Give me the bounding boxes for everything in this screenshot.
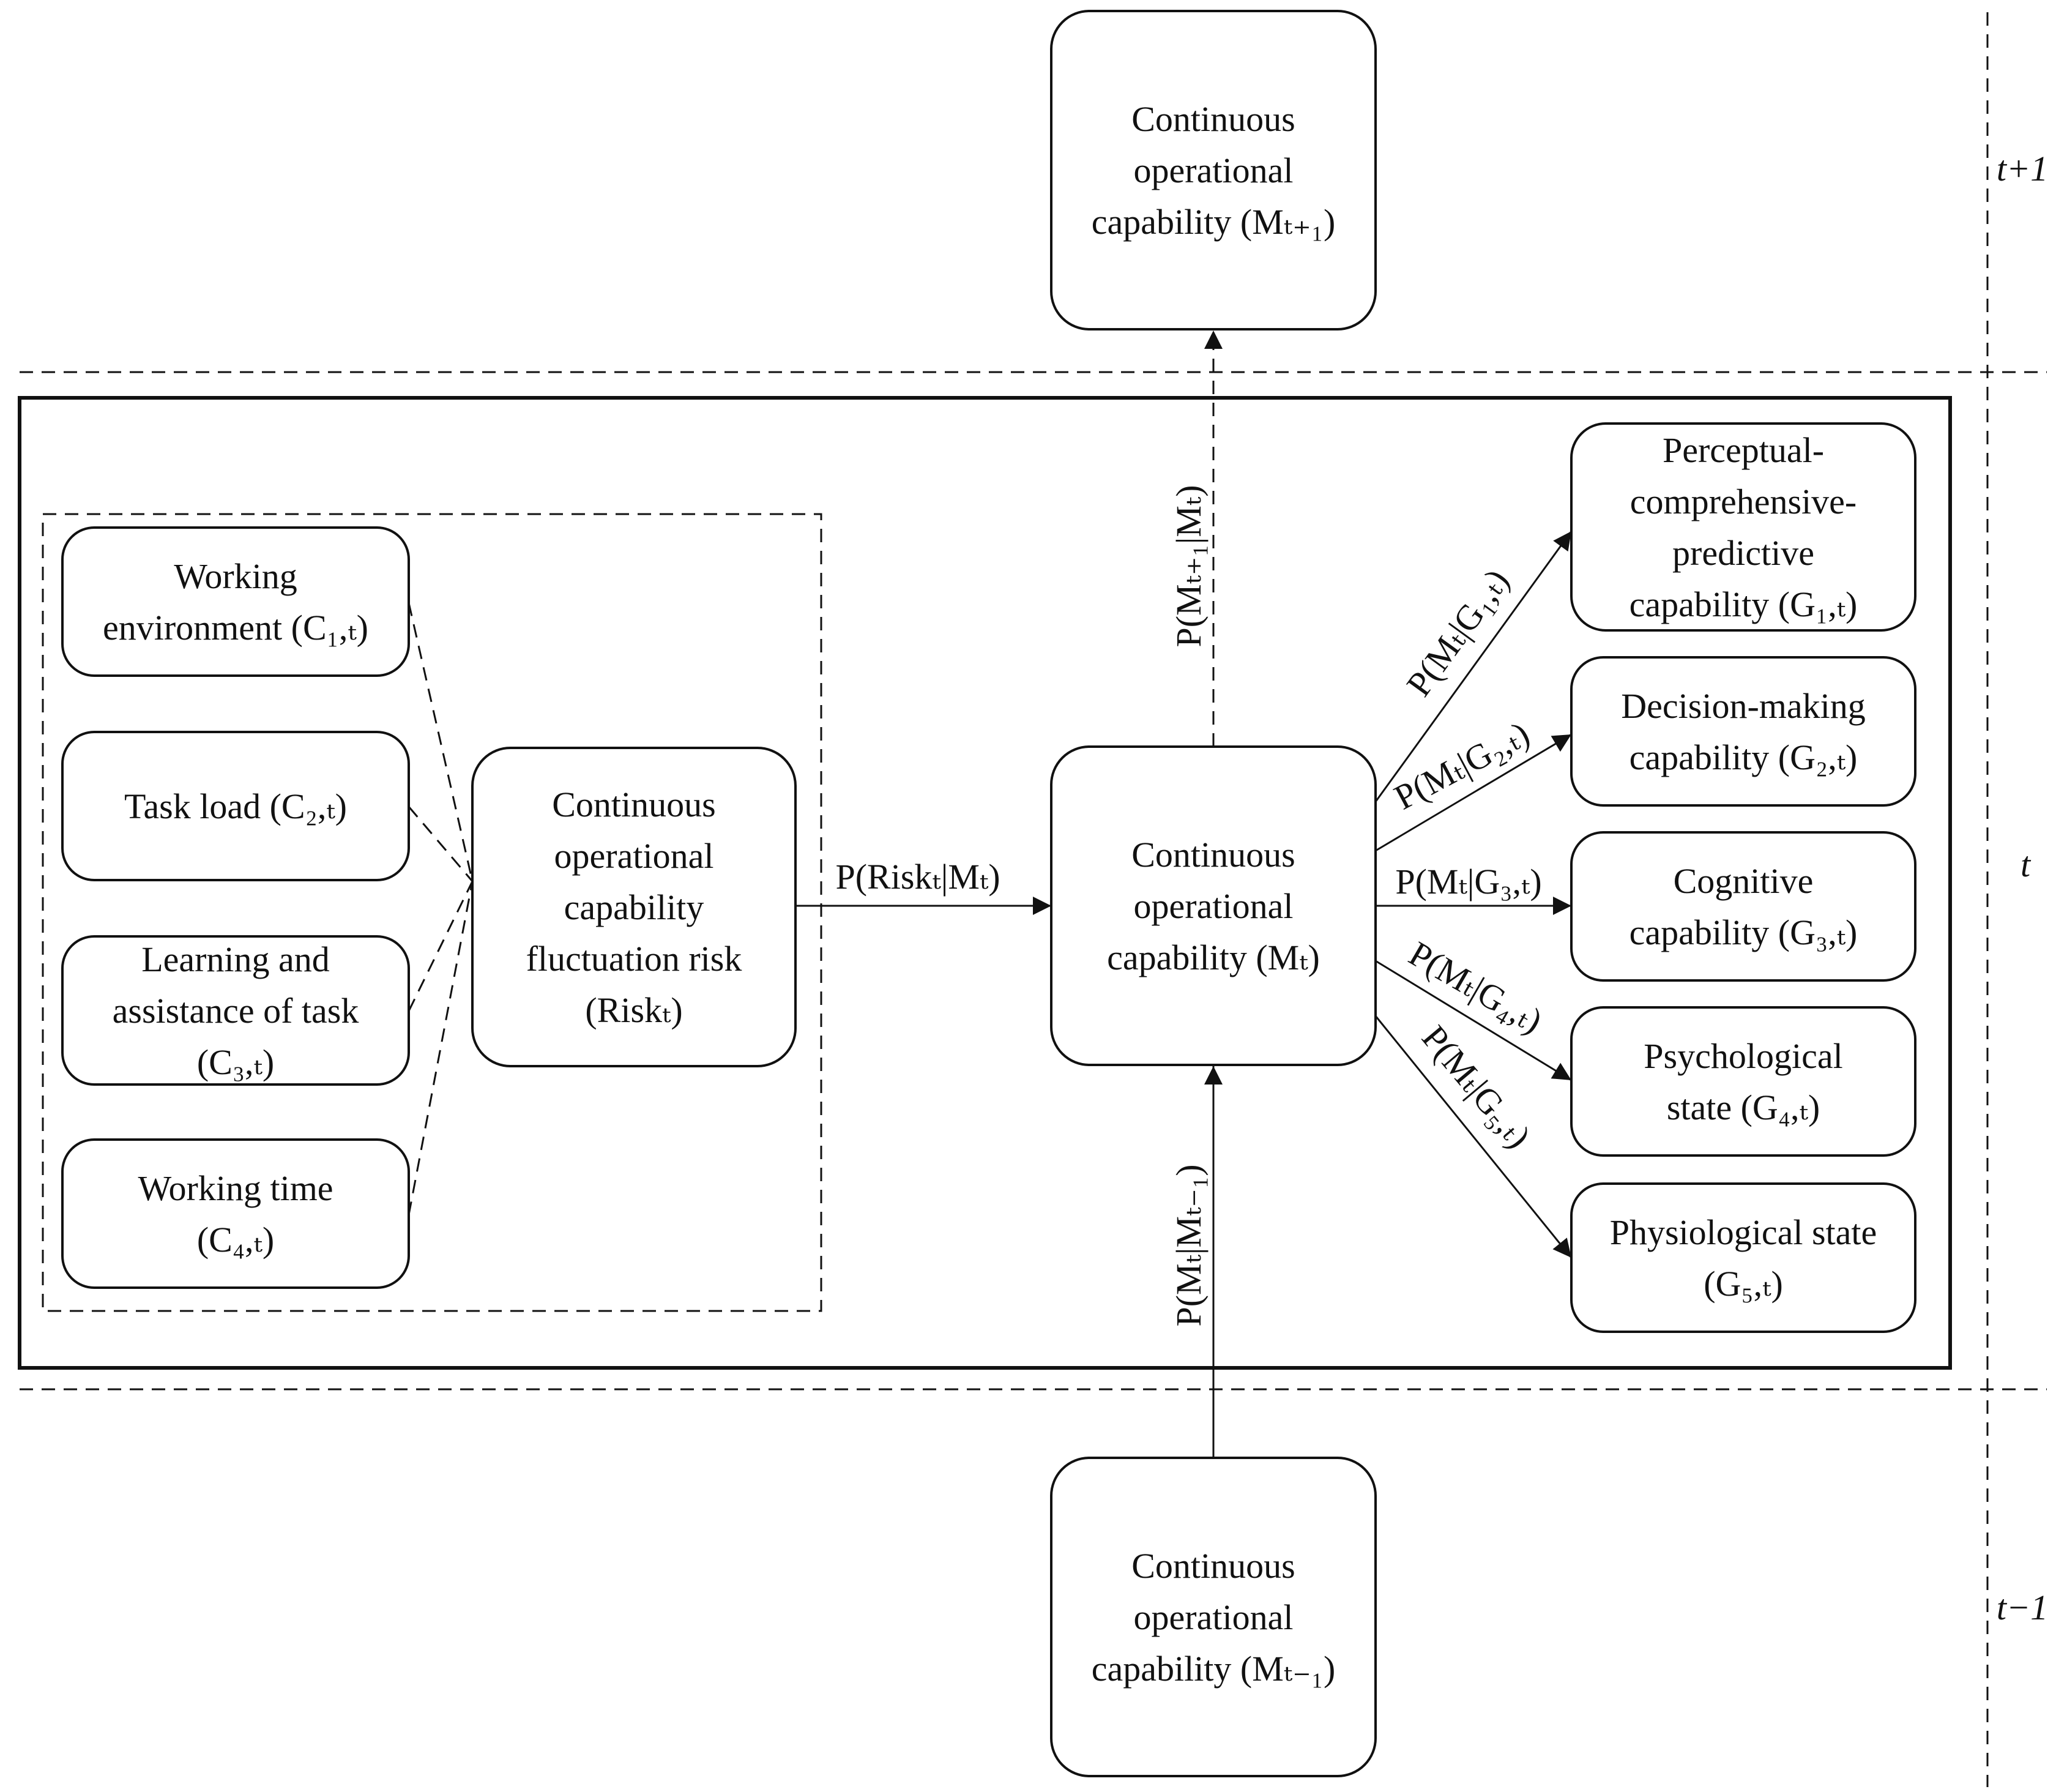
node-m-prev: [1050, 1457, 1377, 1777]
node-m-next: [1050, 10, 1377, 330]
node-risk: [471, 747, 797, 1067]
edge-label-m-to-g4: P(Mₜ|G₄,ₜ): [1402, 933, 1549, 1041]
arrow-m-to-g2: [1375, 733, 1572, 852]
node-label-line: (Riskₜ): [585, 990, 682, 1030]
node-label-line: Continuous: [1131, 1546, 1295, 1586]
node-g4: [1570, 1006, 1916, 1157]
node-g2: [1570, 656, 1916, 807]
node-label-line: operational: [1134, 886, 1294, 926]
arrow-m-to-g5: [1374, 1015, 1573, 1258]
edge-label-m-to-next: P(Mₜ₊₁|Mₜ): [1169, 485, 1209, 647]
node-label-line: capability (G₁,ₜ): [1630, 584, 1858, 624]
node-label-line: (C₃,ₜ): [197, 1042, 274, 1082]
node-label-line: assistance of task: [113, 991, 359, 1031]
node-label-line: state (G₄,ₜ): [1667, 1088, 1820, 1127]
node-c1: [61, 526, 410, 677]
node-g4-label: Psychological state (G₄,ₜ): [1644, 1036, 1842, 1127]
node-label-line: Working time: [138, 1168, 333, 1208]
node-c2: [61, 731, 410, 881]
node-m-prev-label: Continuous operational capability (Mₜ₋₁): [1092, 1546, 1336, 1689]
node-label-line: capability (Mₜ₋₁): [1092, 1649, 1336, 1689]
node-g1: [1570, 422, 1916, 632]
node-label-line: Physiological state: [1610, 1212, 1877, 1252]
edge-label-prev-to-m: P(Mₜ|Mₜ₋₁): [1169, 1164, 1209, 1326]
c3-risk-link: [408, 881, 474, 1012]
node-c4-label: Working time (C₄,ₜ): [138, 1168, 333, 1260]
node-g1-label: Perceptual-comprehensive-predictive capab…: [1630, 430, 1858, 624]
node-label-line: capability: [564, 887, 704, 927]
node-label-line: capability (G₃,ₜ): [1630, 913, 1858, 952]
c1-risk-link: [408, 602, 474, 882]
influencing-factors-group: [42, 513, 822, 1312]
edge-label-m-to-g2: P(Mₜ|G₂,ₜ): [1388, 714, 1536, 818]
node-label-line: Decision-making: [1621, 686, 1865, 726]
node-label-line: comprehensive-: [1630, 482, 1857, 521]
node-label-line: operational: [1134, 1597, 1294, 1637]
node-label-line: operational: [554, 836, 714, 876]
node-g3: [1570, 831, 1916, 982]
node-g5: [1570, 1182, 1916, 1333]
time-label-previous: t−1: [1997, 1588, 2048, 1627]
node-label-line: Learning and: [141, 939, 330, 979]
node-label-line: predictive: [1672, 533, 1814, 573]
node-g3-label: Cognitive capability (G₃,ₜ): [1630, 861, 1858, 952]
c4-risk-link: [408, 881, 474, 1215]
node-label-line: Cognitive: [1674, 861, 1814, 901]
node-label-line: Psychological: [1644, 1036, 1842, 1076]
node-label-line: (G₅,ₜ): [1704, 1264, 1783, 1304]
node-label-line: Continuous: [1131, 99, 1295, 139]
node-label-line: environment (C₁,ₜ): [103, 608, 368, 648]
node-label-line: fluctuation risk: [526, 939, 742, 979]
edge-label-m-to-g3: P(Mₜ|G₃,ₜ): [1395, 862, 1541, 902]
c2-risk-link: [408, 806, 474, 882]
edge-label-risk-to-m: P(Riskₜ|Mₜ): [835, 857, 1000, 897]
arrow-m-to-g1: [1374, 531, 1573, 802]
node-label-line: capability (G₂,ₜ): [1630, 737, 1858, 777]
node-label-line: Perceptual-: [1663, 430, 1824, 470]
arrow-m-to-g4: [1375, 960, 1572, 1081]
time-label-next: t+1: [1997, 149, 2048, 189]
node-c2-label: Task load (C₂,ₜ): [124, 786, 347, 826]
node-label-line: capability (Mₜ): [1107, 938, 1320, 977]
node-label-line: Working: [174, 556, 297, 596]
node-c3: [61, 935, 410, 1086]
node-label-line: Continuous: [552, 785, 716, 824]
node-risk-label: Continuous operational capability fluctuati…: [526, 785, 742, 1030]
node-g2-label: Decision-making capability (G₂,ₜ): [1621, 686, 1865, 777]
node-label-line: Task load (C₂,ₜ): [124, 786, 347, 826]
node-label-line: (C₄,ₜ): [197, 1220, 274, 1260]
node-m-next-label: Continuous operational capability (Mₜ₊₁): [1092, 99, 1336, 242]
time-label-current: t: [2021, 845, 2032, 884]
time-slice-t-frame: [18, 396, 1952, 1370]
node-c4: [61, 1138, 410, 1289]
node-label-line: Continuous: [1131, 835, 1295, 875]
node-m-current-label: Continuous operational capability (Mₜ): [1107, 835, 1320, 977]
node-g5-label: Physiological state (G₅,ₜ): [1610, 1212, 1877, 1304]
node-label-line: operational: [1134, 151, 1294, 190]
node-m-current: [1050, 745, 1377, 1066]
node-c1-label: Working environment (C₁,ₜ): [103, 556, 368, 648]
node-c3-label: Learning and assistance of task (C₃,ₜ): [113, 939, 359, 1082]
node-label-line: capability (Mₜ₊₁): [1092, 202, 1336, 242]
